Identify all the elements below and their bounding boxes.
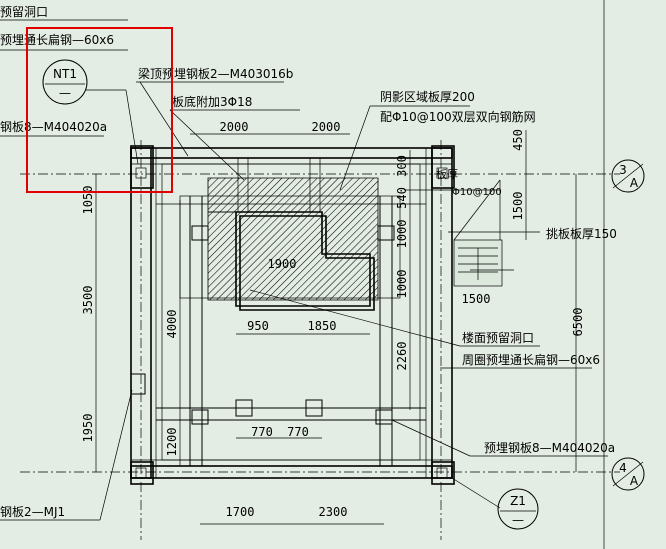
leader-right-plate [391,419,471,457]
dim-text-inner-left: 950 [247,319,269,333]
label-slab-bottom-bar: 板底附加3Φ18 [172,94,252,109]
dim-text-6500: 6500 [571,308,585,337]
dim-text-top-left: 2000 [220,120,249,134]
label-slab-thickness: 板厚 [436,167,458,181]
axis4-letter: A [630,474,639,488]
label-right-plate: 预埋钢板8—M404020a [484,441,615,455]
marker-axis3: 3 A [611,159,645,193]
plate-mid-r [375,409,393,425]
axis4-circle [611,457,645,491]
leader-z1 [451,477,501,509]
leader-slab-bar-b [169,109,245,181]
z1-circle [497,488,539,530]
label-cantilever-slab: 挑板板厚150 [546,227,617,241]
label-rebar: Φ10@100 [452,187,502,198]
label-left-plate: 钢板8—M404020a [0,120,107,134]
dim-text-beam-left: 770 [251,425,273,439]
z1-label: Z1 [510,494,526,508]
dim-text-1200: 1200 [165,428,179,457]
axis4-num: 4 [619,461,627,475]
plate-mid-a [235,399,253,417]
leader-beam-plate-b [139,81,189,157]
label-floor-flat-steel: 周圈预埋通长扁钢—60x6 [462,353,600,367]
reserved-hole [235,211,371,307]
marker-axis4: 4 A [611,457,645,491]
label-shadow-slab: 阴影区域板厚200 [380,90,475,104]
leader-nt1-b [125,89,139,165]
marker-nt1: NT1 — [42,59,88,105]
axis3-num: 3 [619,163,627,177]
dim-text-300: 300 [395,155,409,177]
nt1-sub: — [59,86,71,100]
plate-top-left [135,167,147,179]
axis3-letter: A [630,176,639,190]
dim-text-left-top: 1050 [81,186,95,215]
columns [130,145,455,485]
column-bottom-left [130,461,154,485]
label-beam-plate: 梁顶预埋钢板2—M403016b [138,66,293,81]
axis4-slash [612,461,644,487]
plate-mid-b [305,399,323,417]
dim-text-540: 540 [395,187,409,209]
right-beam [431,147,453,479]
label-shadow-rebar: 配Φ10@100双层双向钢筋网 [380,109,536,124]
label-floor-hole: 楼面预留洞口 [462,330,534,345]
dim-text-1500-r: 1500 [511,192,525,221]
dim-text-1000b: 1000 [395,270,409,299]
annotations: 预留洞口 预埋通长扁钢—60x6 梁顶预埋钢板2—M403016b 板底附加3Φ… [0,5,617,519]
nt1-label: NT1 [53,67,77,81]
reserved-hole-inner [239,215,375,311]
column-top-right [431,145,455,189]
column-top-left [130,145,154,189]
dim-text-inner-right: 1850 [308,319,337,333]
plate-bottom-right [436,467,448,479]
dimension-lines [95,0,605,549]
nt1-circle [42,59,88,105]
plate-bottom-left [135,467,147,479]
dim-text-4000: 4000 [165,310,179,339]
plate-left-mid [130,373,146,395]
dim-text-1000a: 1000 [395,220,409,249]
dim-text-450: 450 [511,129,525,151]
leader-bottom-b [99,389,133,521]
leader-shadow-b [339,105,371,191]
grid-lines [20,140,620,540]
label-top-flat-steel: 预埋通长扁钢—60x6 [0,33,114,47]
stair-icon [458,247,498,280]
selection-box[interactable] [26,27,173,193]
dim-text-cant-1500: 1500 [462,292,491,306]
dim-text-hole-width: 1900 [268,257,297,271]
plate-mid-l [191,409,209,425]
marker-z1: Z1 — [497,488,539,530]
axis3-slash [612,163,644,189]
dim-text-bottom-right: 2300 [319,505,348,519]
column-bottom-right [431,461,455,485]
label-bottom-left-plate: 钢板2—MJ1 [0,505,65,519]
dim-text-bottom-left: 1700 [226,505,255,519]
dim-text-top-right: 2000 [312,120,341,134]
dim-text-beam-right: 770 [287,425,309,439]
dim-text-left-mid: 3500 [81,286,95,315]
leaders [0,19,608,521]
dimension-texts: 2000 2000 1900 950 1850 770 770 1700 230… [81,120,585,519]
plate-top-right [436,167,448,179]
leader-floor-hole [249,289,461,347]
z1-sub: — [512,513,524,527]
label-top-reserved-hole: 预留洞口 [0,5,48,19]
dim-text-2260: 2260 [395,342,409,371]
shadow-slab-left [207,211,237,301]
dim-text-left-bottom: 1950 [81,414,95,443]
plate-inner-l [191,225,209,241]
axis3-circle [611,159,645,193]
slab-edge [161,163,421,461]
